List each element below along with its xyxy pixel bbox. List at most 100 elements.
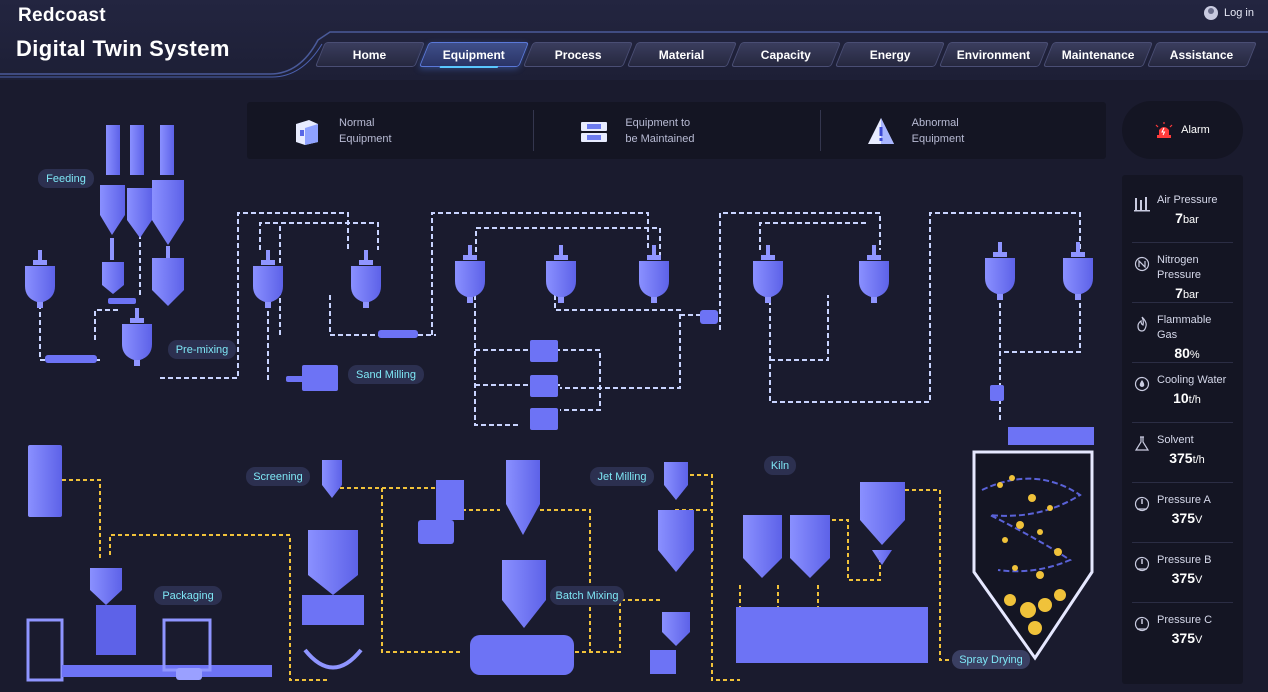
metric-pressure-b: Pressure B 375V bbox=[1132, 543, 1233, 603]
tag-kiln: Kiln bbox=[771, 460, 789, 472]
metric-number: 375 bbox=[1171, 570, 1195, 586]
metric-name: Air Pressure bbox=[1157, 194, 1218, 206]
nav-tab-environment[interactable]: Environment bbox=[938, 42, 1050, 67]
metric-air-pressure: Air Pressure 7bar bbox=[1132, 183, 1233, 243]
metric-number: 7 bbox=[1175, 210, 1183, 226]
jet-milling-equipment bbox=[650, 462, 694, 674]
metric-number: 7 bbox=[1175, 285, 1183, 301]
nav-tab-label: Maintenance bbox=[1061, 47, 1135, 62]
tag-jet-milling: Jet Milling bbox=[598, 471, 647, 483]
nav-tab-label: Equipment bbox=[443, 47, 505, 62]
maintenance-equipment-icon bbox=[581, 122, 608, 142]
metric-unit: t/h bbox=[1192, 454, 1205, 466]
header-decoration bbox=[0, 31, 1268, 78]
nav-tab-process[interactable]: Process bbox=[522, 42, 634, 67]
feeding-reactor bbox=[25, 250, 55, 308]
metric-solvent: Solvent 375t/h bbox=[1132, 423, 1233, 483]
nav-tab-label: Process bbox=[554, 47, 602, 62]
legend-normal-line2: Equipment bbox=[339, 132, 392, 145]
pressure-gauge-icon bbox=[1134, 197, 1150, 212]
dial-icon bbox=[1134, 616, 1150, 632]
metric-unit: V bbox=[1195, 634, 1203, 646]
flame-icon bbox=[1137, 316, 1147, 332]
spray-dryer bbox=[972, 427, 1094, 661]
metric-unit: bar bbox=[1182, 214, 1199, 226]
metric-value: 7bar bbox=[1157, 210, 1217, 226]
metric-value: 10t/h bbox=[1157, 390, 1217, 406]
feeding-hoppers bbox=[100, 125, 184, 306]
kiln-equipment bbox=[736, 482, 928, 663]
milling-tanks-row bbox=[455, 242, 1093, 303]
legend-normal: Normal Equipment bbox=[247, 102, 533, 159]
nav-tab-label: Material bbox=[659, 47, 705, 62]
metric-name: Flammable Gas bbox=[1157, 314, 1212, 341]
process-flow-diagram: Feeding Pre-mixing Sand Milling Screenin… bbox=[25, 125, 1094, 682]
metric-value: 375V bbox=[1157, 630, 1217, 646]
metric-unit: % bbox=[1189, 349, 1200, 361]
premix-screw-feeder bbox=[45, 298, 136, 363]
nav-tab-material[interactable]: Material bbox=[626, 42, 738, 67]
metric-number: 375 bbox=[1171, 630, 1195, 646]
metric-number: 375 bbox=[1169, 450, 1193, 466]
page-title: Digital Twin System bbox=[16, 36, 230, 61]
upper-pipelines bbox=[39, 212, 1081, 426]
tag-screening: Screening bbox=[253, 471, 303, 483]
metric-value: 80% bbox=[1157, 345, 1217, 361]
sand-milling-tanks bbox=[253, 250, 381, 308]
metric-unit: t/h bbox=[1188, 394, 1201, 406]
metric-name: Nitrogen Pressure bbox=[1157, 254, 1202, 281]
legend-maintenance-line1: Equipment to bbox=[625, 116, 691, 129]
nav-tab-assistance[interactable]: Assistance bbox=[1146, 42, 1258, 67]
tag-spray-drying: Spray Drying bbox=[959, 654, 1023, 666]
metric-number: 10 bbox=[1173, 390, 1189, 406]
alarm-button[interactable]: Alarm bbox=[1122, 101, 1243, 159]
metric-cooling-water: Cooling Water 10t/h bbox=[1132, 363, 1233, 423]
metric-unit: V bbox=[1195, 574, 1203, 586]
app-header: Redcoast Digital Twin System Log in Home… bbox=[0, 0, 1268, 80]
tag-sand-milling: Sand Milling bbox=[356, 369, 416, 381]
tag-feeding: Feeding bbox=[46, 173, 86, 185]
tag-batch-mixing: Batch Mixing bbox=[556, 590, 619, 602]
screening-equipment bbox=[302, 460, 464, 670]
login-button[interactable]: Log in bbox=[1204, 6, 1254, 20]
nav-tab-label: Environment bbox=[957, 47, 1031, 62]
equipment-status-legend: Normal Equipment Equipment to be Maintai… bbox=[247, 102, 1106, 159]
nav-tab-energy[interactable]: Energy bbox=[834, 42, 946, 67]
nav-tab-label: Home bbox=[353, 47, 387, 62]
flask-icon bbox=[1134, 436, 1150, 451]
abnormal-equipment-icon bbox=[867, 118, 894, 144]
login-label: Log in bbox=[1224, 7, 1254, 19]
legend-abnormal: Abnormal Equipment bbox=[819, 102, 1106, 159]
nav-tab-home[interactable]: Home bbox=[314, 42, 426, 67]
metric-unit: bar bbox=[1182, 289, 1199, 301]
metric-value: 375t/h bbox=[1157, 450, 1217, 466]
alarm-label: Alarm bbox=[1181, 124, 1210, 136]
nitrogen-icon bbox=[1134, 256, 1150, 272]
nav-tab-equipment[interactable]: Equipment bbox=[418, 42, 530, 67]
metric-value: 375V bbox=[1157, 510, 1217, 526]
metric-name: Solvent bbox=[1157, 434, 1194, 446]
metric-nitrogen-pressure: Nitrogen Pressure 7bar bbox=[1132, 243, 1233, 303]
metric-name: Pressure B bbox=[1157, 554, 1212, 566]
metric-name: Cooling Water bbox=[1157, 374, 1227, 386]
lower-pipelines bbox=[62, 474, 990, 681]
metric-number: 80 bbox=[1174, 345, 1190, 361]
water-drop-icon bbox=[1134, 376, 1150, 392]
user-avatar-icon bbox=[1204, 6, 1219, 20]
nav-tab-label: Assistance bbox=[1170, 47, 1234, 62]
nav-tab-label: Capacity bbox=[760, 47, 812, 62]
packaging-equipment bbox=[26, 445, 272, 682]
metric-value: 7bar bbox=[1157, 285, 1217, 301]
process-tags: Feeding Pre-mixing Sand Milling Screenin… bbox=[38, 169, 1030, 669]
sand-mill bbox=[286, 330, 418, 391]
legend-normal-line1: Normal bbox=[339, 116, 375, 129]
mill-units bbox=[530, 310, 1004, 430]
legend-maintenance: Equipment to be Maintained bbox=[533, 102, 819, 159]
nav-tab-capacity[interactable]: Capacity bbox=[730, 42, 842, 67]
metric-value: 375V bbox=[1157, 570, 1217, 586]
nav-tab-maintenance[interactable]: Maintenance bbox=[1042, 42, 1154, 67]
metric-number: 375 bbox=[1171, 510, 1195, 526]
